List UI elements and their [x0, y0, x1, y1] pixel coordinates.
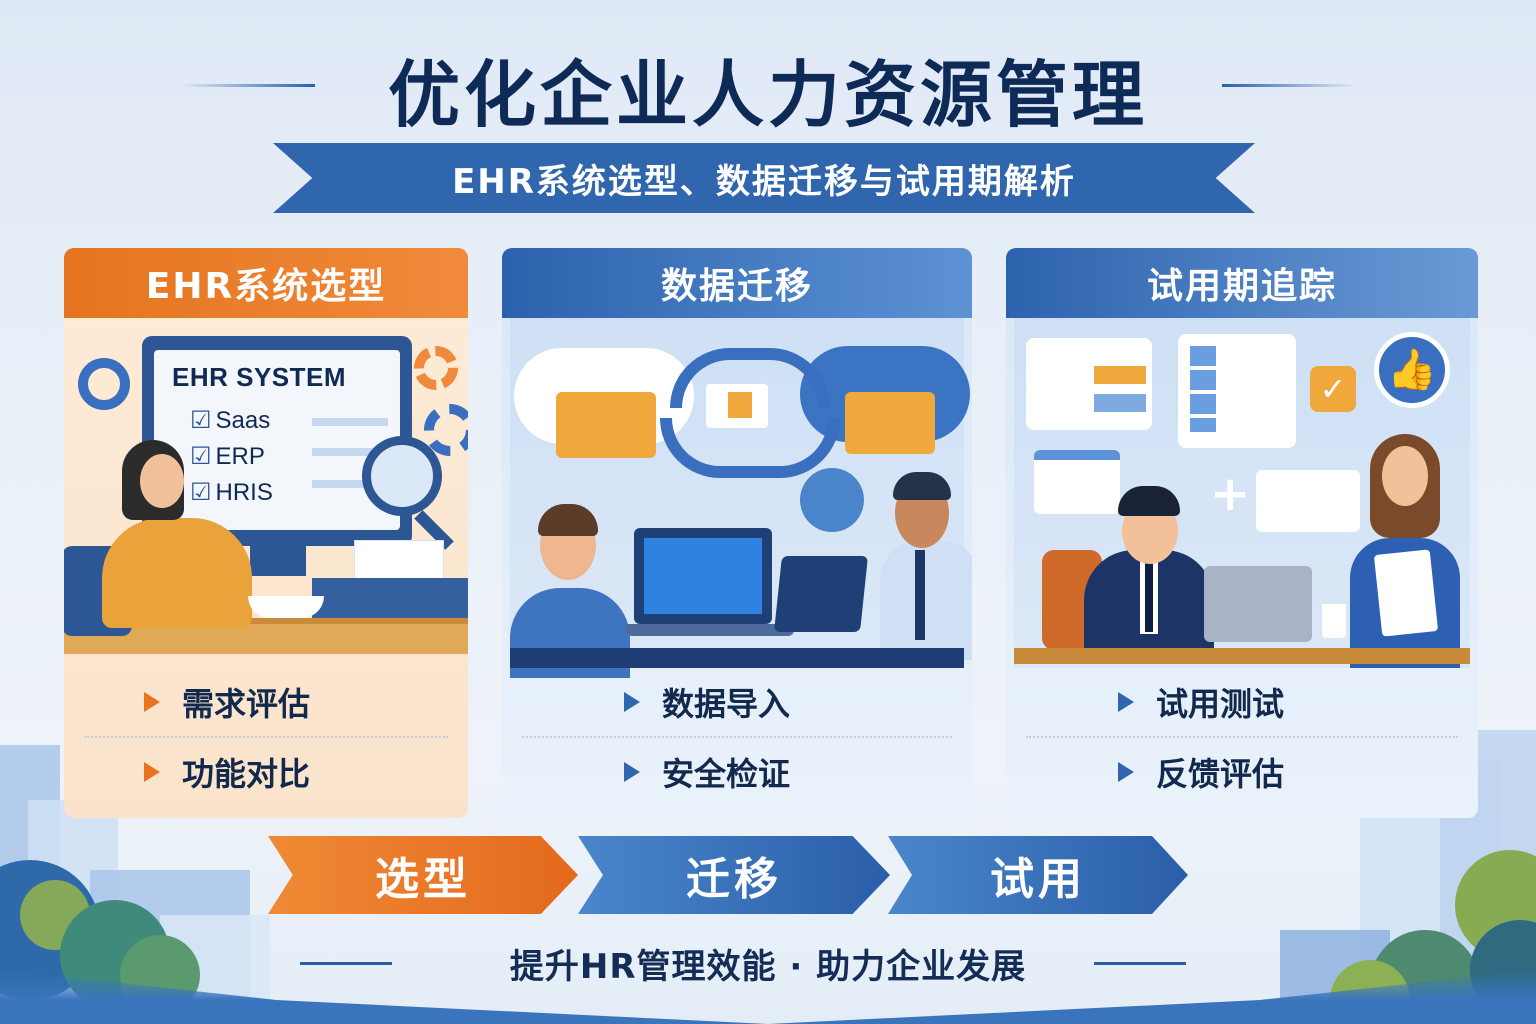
laptop [774, 556, 868, 632]
folder-icon [556, 392, 656, 458]
dotted-divider [1026, 736, 1458, 738]
illustration-probation: ✓ 👍 + [1014, 318, 1470, 668]
title-area: 优化企业人力资源管理 [0, 50, 1536, 140]
gear-icon [414, 346, 458, 390]
title-divider-right [1222, 84, 1357, 87]
card-item-list: 试用测试 反馈评估 [1006, 668, 1478, 806]
illustration-data-migration [510, 318, 972, 678]
list-item: 需求评估 [64, 668, 468, 736]
bullet-arrow-icon [624, 762, 640, 782]
checklist-item: ☑Saas [190, 407, 271, 434]
dotted-divider [522, 736, 952, 738]
person-man-shirt [880, 540, 972, 660]
clipboard [1373, 549, 1439, 637]
folder-icon [845, 392, 935, 454]
feedback-card [1256, 470, 1360, 532]
bullet-arrow-icon [1118, 762, 1134, 782]
list-item: 反馈评估 [1006, 738, 1478, 806]
dotted-divider [84, 736, 448, 738]
thumbs-up-icon: 👍 [1374, 332, 1450, 408]
checkbox-checked-icon: ☑ [190, 407, 212, 434]
bullet-arrow-icon [1118, 692, 1134, 712]
person-woman [102, 518, 252, 628]
page-title: 优化企业人力资源管理 [387, 53, 1148, 137]
laptop-screen [644, 538, 762, 614]
bullet-arrow-icon [144, 762, 160, 782]
card-item-list: 需求评估 功能对比 [64, 668, 468, 806]
list-item: 数据导入 [502, 668, 972, 736]
checklist-item: ☑HRIS [190, 479, 273, 506]
speech-bubble-icon [800, 468, 864, 532]
card-header: EHR系统选型 [64, 248, 468, 318]
footer-divider-left [300, 962, 392, 965]
footer-tagline: 提升HR管理效能 · 助力企业发展 [509, 946, 1027, 987]
checkbox-checked-icon: ☑ [190, 443, 212, 470]
check-badge-icon: ✓ [1310, 366, 1356, 412]
plate [248, 596, 324, 618]
card-system-selection: EHR系统选型 EHR SYSTEM ☑Saas ☑ERP ☑HRIS 需求评估… [64, 248, 468, 818]
footer-divider-right [1094, 962, 1186, 965]
list-item: 试用测试 [1006, 668, 1478, 736]
calendar-icon [1034, 450, 1120, 514]
plant-icon [1322, 604, 1346, 638]
list-item: 安全检证 [502, 738, 972, 806]
monitor-screen [154, 350, 400, 530]
task-card [1026, 338, 1152, 430]
list-item: 功能对比 [64, 738, 468, 806]
subtitle: EHR系统选型、数据迁移与试用期解析 [452, 161, 1076, 202]
location-pin-icon [78, 358, 130, 410]
step-selection: 选型 [268, 836, 578, 914]
checkbox-checked-icon: ☑ [190, 479, 212, 506]
card-probation-tracking: 试用期追踪 ✓ 👍 + 试用测试 反馈评估 [1006, 248, 1478, 818]
bullet-arrow-icon [144, 692, 160, 712]
laptop [1204, 566, 1312, 642]
card-data-migration: 数据迁移 数据导入 安全检证 [502, 248, 972, 818]
magnifier-icon [362, 436, 442, 516]
step-trial: 试用 [888, 836, 1188, 914]
step-migration: 迁移 [578, 836, 890, 914]
illustration-system-selection: EHR SYSTEM ☑Saas ☑ERP ☑HRIS [64, 318, 468, 668]
card-header: 试用期追踪 [1006, 248, 1478, 318]
screen-title: EHR SYSTEM [172, 362, 347, 392]
bullet-arrow-icon [624, 692, 640, 712]
card-item-list: 数据导入 安全检证 [502, 668, 972, 806]
gear-icon [424, 404, 468, 456]
checklist-item: ☑ERP [190, 443, 265, 470]
card-header: 数据迁移 [502, 248, 972, 318]
plus-icon: + [1210, 466, 1251, 522]
title-divider-left [180, 84, 315, 87]
subtitle-ribbon [273, 143, 1255, 213]
